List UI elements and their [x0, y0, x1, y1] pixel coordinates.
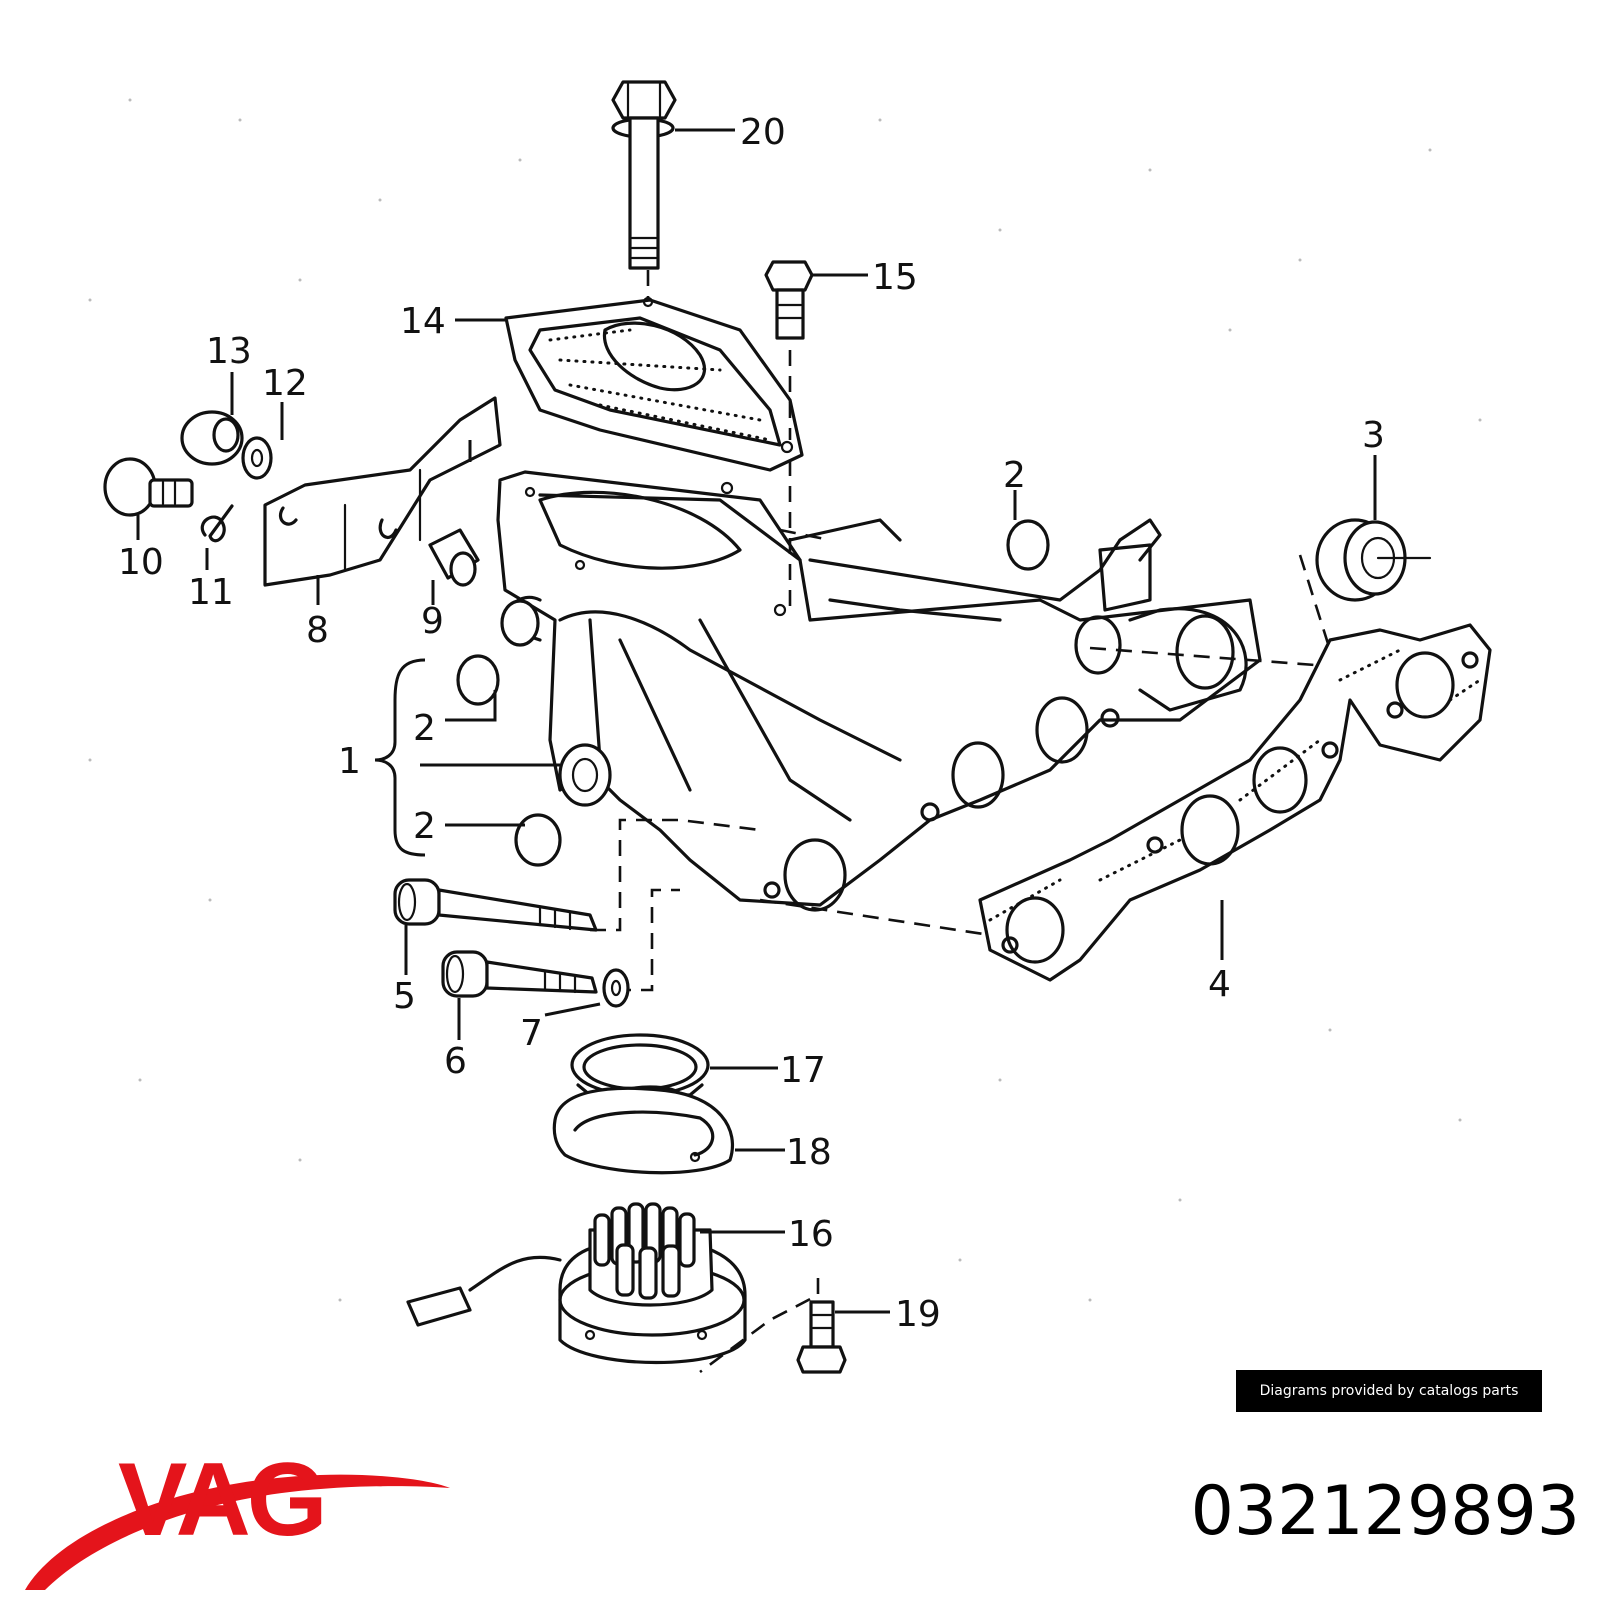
callout-labels: 1 2 2 2 3 4 5 6 7 8 9 10 11 12 13 14 15 …: [118, 112, 1385, 1335]
bolt-20: [611, 80, 735, 270]
credit-text: Diagrams provided by catalogs parts: [1259, 1383, 1519, 1399]
callout-9: 9: [421, 601, 444, 642]
callout-19: 19: [895, 1294, 941, 1335]
intake-manifold-1: [496, 470, 1262, 912]
plug-2-top: [1006, 490, 1050, 571]
callout-18: 18: [786, 1132, 832, 1173]
background-speckle: [88, 98, 1482, 1302]
callout-1: 1: [338, 741, 361, 782]
plug-2-upper: [445, 654, 500, 722]
brand-swoosh-icon: [25, 1474, 450, 1590]
callout-12: 12: [262, 363, 308, 404]
part-number: 032129893: [1190, 1472, 1580, 1551]
bolt-10: [103, 457, 194, 540]
bolt-5: [393, 878, 598, 975]
callout-6: 6: [444, 1041, 467, 1082]
washer-12: [241, 402, 284, 480]
sensor-16: [406, 1202, 785, 1364]
callout-20: 20: [740, 112, 786, 153]
clip-11: [200, 504, 234, 570]
callout-1-bracket: [374, 658, 560, 857]
gasket-4: [978, 623, 1492, 982]
callout-2: 2: [413, 806, 436, 847]
callout-4: 4: [1208, 964, 1231, 1005]
gasket-18: [552, 1086, 785, 1175]
callout-5: 5: [393, 976, 416, 1017]
callout-3: 3: [1362, 415, 1385, 456]
bolt-6: [441, 950, 598, 1040]
sensor-3: [1315, 455, 1432, 602]
plug-2-lower: [445, 813, 562, 867]
throttle-flange-14: [455, 296, 804, 472]
callout-17: 17: [780, 1050, 826, 1091]
callout-10: 10: [118, 542, 164, 583]
bracket-8: [263, 396, 502, 605]
bolt-15: [764, 260, 868, 340]
brand-logo: VAG: [118, 1442, 328, 1558]
sleeve-9: [428, 528, 480, 605]
screw-19: [699, 1278, 890, 1374]
alignment-lines: [590, 270, 1332, 992]
callout-2: 2: [1003, 455, 1026, 496]
callout-14: 14: [400, 301, 446, 342]
washer-7: [544, 968, 630, 1017]
callout-13: 13: [206, 331, 252, 372]
nut-13: [180, 372, 244, 466]
callout-2: 2: [413, 708, 436, 749]
callout-7: 7: [520, 1013, 543, 1054]
callout-16: 16: [788, 1214, 834, 1255]
callout-15: 15: [872, 257, 918, 298]
callout-8: 8: [306, 610, 329, 651]
plug-1-side: [558, 743, 612, 807]
callout-11: 11: [188, 572, 234, 613]
diagram-credit-banner: Diagrams provided by catalogs parts: [1236, 1370, 1542, 1412]
